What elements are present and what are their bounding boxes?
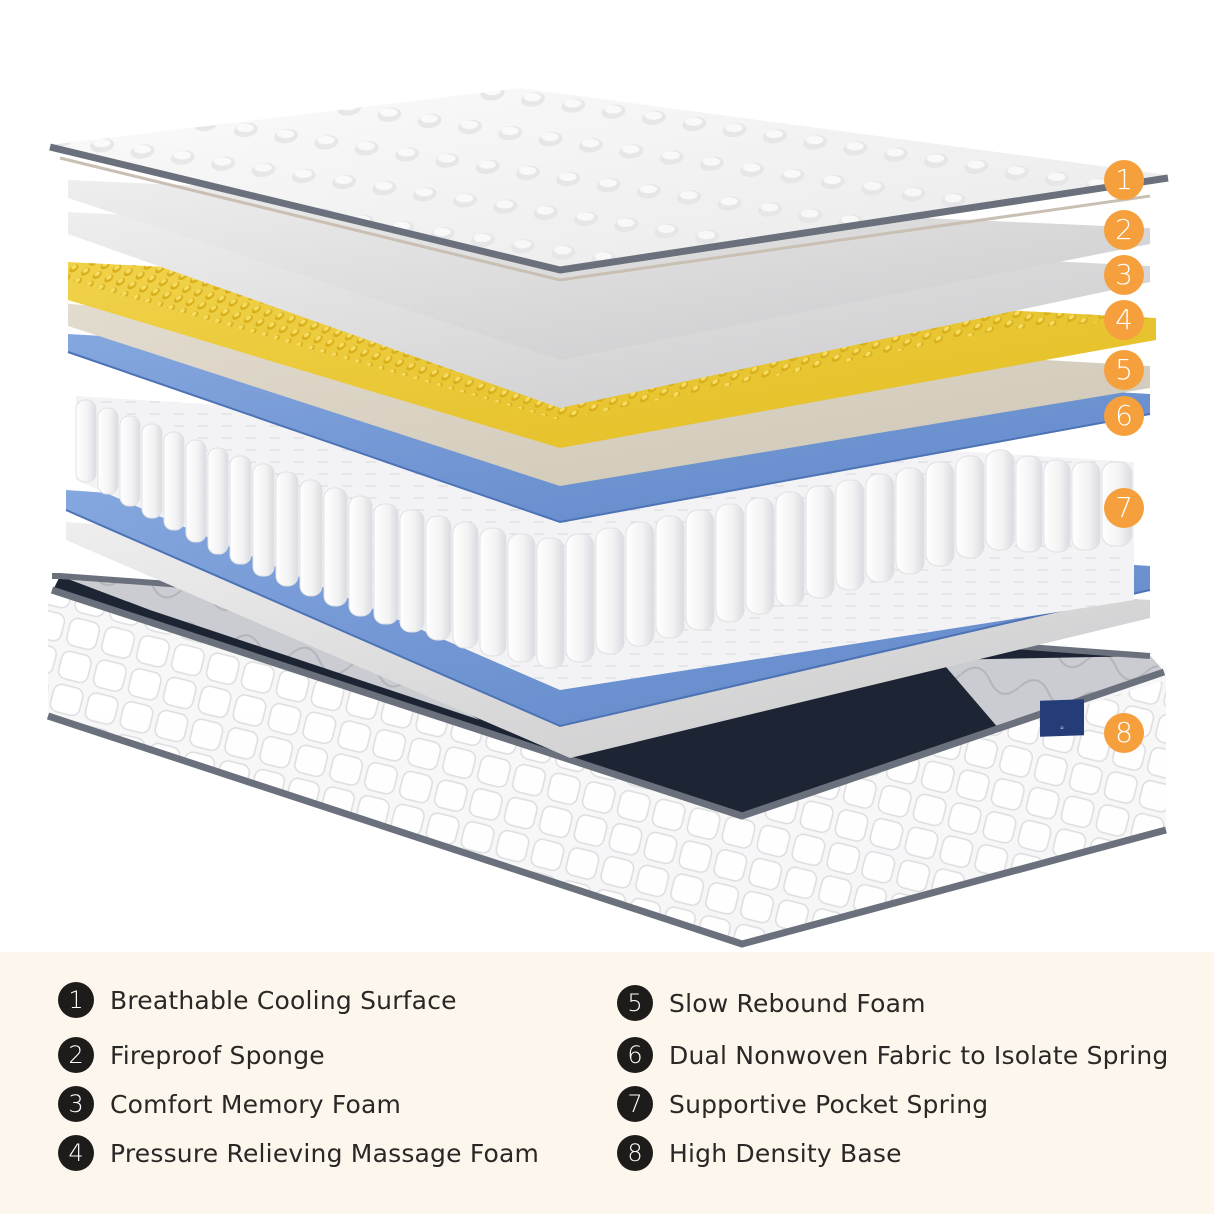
layer-marker-2: 2 (1104, 210, 1144, 250)
layer-marker-5: 5 (1104, 350, 1144, 390)
layer-marker-3: 3 (1104, 255, 1144, 295)
mattress-layers-graphic (46, 88, 1169, 948)
legend-label-4: Pressure Relieving Massage Foam (110, 1138, 540, 1168)
layer-marker-8: 8 (1104, 713, 1144, 753)
legend-label-2: Fireproof Sponge (110, 1040, 325, 1070)
legend-item-4: 4 Pressure Relieving Massage Foam (58, 1134, 539, 1172)
legend-badge-3: 3 (58, 1086, 94, 1122)
legend-panel: 1 Breathable Cooling Surface 2 Fireproof… (0, 952, 1214, 1214)
layer-marker-7: 7 (1104, 488, 1144, 528)
mattress-exploded-illustration: ⌂ 1 2 3 4 5 6 7 8 (46, 88, 1169, 948)
legend-badge-7: 7 (617, 1086, 653, 1122)
layer-marker-4: 4 (1104, 300, 1144, 340)
layer-marker-6: 6 (1104, 396, 1144, 436)
legend-badge-1: 1 (58, 982, 94, 1018)
legend-item-7: 7 Supportive Pocket Spring (617, 1085, 988, 1123)
legend-item-2: 2 Fireproof Sponge (58, 1036, 325, 1074)
layer-7-pocket-springs (75, 396, 1134, 690)
brand-label-tag: ⌂ (1040, 699, 1084, 737)
legend-badge-4: 4 (58, 1135, 94, 1171)
legend-item-5: 5 Slow Rebound Foam (617, 984, 926, 1022)
legend-label-5: Slow Rebound Foam (669, 988, 926, 1018)
layer-1-cooling-surface (49, 88, 1169, 282)
legend-badge-2: 2 (58, 1037, 94, 1073)
legend-badge-5: 5 (617, 985, 653, 1021)
legend-item-3: 3 Comfort Memory Foam (58, 1085, 401, 1123)
legend-item-8: 8 High Density Base (617, 1134, 902, 1172)
legend-label-6: Dual Nonwoven Fabric to Isolate Spring (669, 1040, 1169, 1070)
legend-badge-6: 6 (617, 1037, 653, 1073)
legend-badge-8: 8 (617, 1135, 653, 1171)
layer-marker-1: 1 (1104, 160, 1144, 200)
legend-label-3: Comfort Memory Foam (110, 1089, 402, 1119)
legend-item-6: 6 Dual Nonwoven Fabric to Isolate Spring (617, 1036, 1168, 1074)
legend-label-1: Breathable Cooling Surface (110, 985, 457, 1015)
brand-logo-icon: ⌂ (1060, 724, 1064, 732)
legend-label-7: Supportive Pocket Spring (669, 1089, 989, 1119)
legend-item-1: 1 Breathable Cooling Surface (58, 981, 457, 1019)
legend-label-8: High Density Base (669, 1138, 902, 1168)
